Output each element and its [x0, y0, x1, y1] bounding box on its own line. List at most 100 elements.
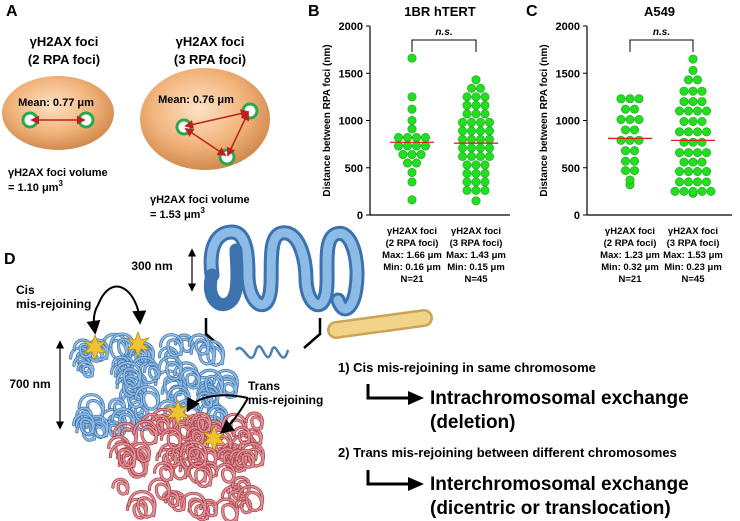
chart1-g1-label-1: (3 RPA foci): [450, 238, 503, 249]
chart1-g1-point-41: [480, 92, 490, 102]
chart2-g1-point-4: [697, 186, 707, 196]
chart2-g0-point-5: [629, 156, 639, 166]
chart2-g1-point-11: [683, 167, 693, 177]
chart1-g0-point-3: [402, 158, 412, 168]
chart2-g1-point-27: [701, 127, 711, 137]
chart2-g1-point-18: [683, 148, 693, 158]
chart2-g1-point-6: [674, 177, 684, 187]
cis-label-line1: Cis: [16, 283, 35, 297]
panel-a: A γH2AX foci (2 RPA foci) Mean: 0.77 μm …: [2, 3, 270, 221]
chart1-g0-point-13: [402, 133, 412, 143]
chart1-sig-label: n.s.: [435, 27, 452, 38]
panel-d-letter: D: [4, 251, 16, 268]
chart1-g1-point-11: [471, 160, 481, 170]
chart1-g0-point-19: [407, 92, 417, 102]
step2-elbow-arrow: [366, 470, 410, 486]
chart1-g1-point-35: [480, 109, 490, 119]
trans-label-line2: mis-rejoining: [248, 393, 323, 407]
chart2-g0-point-12: [629, 125, 639, 135]
chart1-g1-point-0: [471, 196, 481, 206]
chart1-g0-point-20: [407, 53, 417, 63]
chart2-g0-point-15: [634, 115, 644, 125]
chart1-g1-point-42: [466, 83, 476, 93]
chart1-ytick-label-3: 1500: [339, 68, 363, 80]
chart1-g0-label-3: Min: 0.16 μm: [383, 262, 441, 273]
chart1-g1-label-4: N=45: [465, 274, 489, 285]
chart1-g1-point-14: [466, 151, 476, 161]
chart2-g0-point-14: [625, 115, 635, 125]
chart1-g0-point-10: [411, 141, 421, 151]
chart2-ytick-label-2: 1000: [556, 116, 580, 128]
chromosome-territory-red: [107, 407, 266, 521]
chart1-g0-point-16: [407, 124, 417, 134]
chart1-g1-point-39: [462, 92, 472, 102]
chart2-g0-label-4: N=21: [619, 274, 643, 285]
cis-arrow-left: [86, 304, 101, 335]
chart2-g0-point-3: [629, 166, 639, 176]
chart1-g1-label-0: γH2AX foci: [451, 226, 501, 237]
chart2-g0-point-7: [629, 146, 639, 156]
chart1-g1-point-32: [484, 117, 494, 127]
chart2-ytick-label-3: 1500: [556, 68, 580, 80]
chart1-g1-point-17: [457, 143, 467, 153]
trans-arrow-up: [186, 394, 249, 413]
cell2-focus-left: [175, 118, 193, 136]
chart1-g1-point-1: [462, 185, 472, 195]
chart2-g0-label-0: γH2AX foci: [605, 226, 655, 237]
chart1-g1-point-38: [480, 100, 490, 110]
cis-arrow-right: [97, 285, 147, 325]
result1-line2: (deletion): [430, 412, 516, 433]
chart2-g1-point-16: [697, 157, 707, 167]
chart2-g1-point-33: [692, 106, 702, 116]
chart1-g1-point-37: [471, 100, 481, 110]
chart1-g0-point-14: [411, 133, 421, 143]
chart2-g0-label-2: Max: 1.23 μm: [600, 250, 660, 261]
chart2-g1-label-3: Min: 0.23 μm: [664, 262, 722, 273]
chart1-g0-label-2: Max: 1.66 μm: [382, 250, 442, 261]
dsb-star-2: [125, 330, 151, 359]
chart2-g1-point-34: [701, 106, 711, 116]
cell2-title-line2: (3 RPA foci): [174, 52, 246, 67]
chart2-g1-point-13: [701, 167, 711, 177]
chart2-g0-point-17: [629, 104, 639, 114]
chart1-g1-point-6: [480, 177, 490, 187]
chart2-g1-point-2: [679, 186, 689, 196]
chart1-g1-point-10: [462, 160, 472, 170]
chart1-g1-point-24: [484, 134, 494, 144]
chart2-g1-point-25: [683, 127, 693, 137]
chart2-g1-point-21: [679, 137, 689, 147]
chart2-g1-point-43: [688, 65, 698, 75]
chart2-g1-point-24: [674, 127, 684, 137]
chart2-g1-point-7: [683, 177, 693, 187]
chart1-g1-point-20: [484, 143, 494, 153]
chart2-g0-point-9: [625, 135, 635, 145]
panel-d: D 300 nm Cis mis-rejoining: [4, 224, 689, 521]
chart2-g0-point-16: [620, 104, 630, 114]
chart2-ytick-label-4: 2000: [556, 21, 580, 33]
chart1-g1-point-19: [475, 143, 485, 153]
chart1-g0-point-0: [407, 195, 417, 205]
chart2-g1-point-1: [670, 186, 680, 196]
chart2-g0-label-1: (2 RPA foci): [604, 238, 657, 249]
chart2-sig-bracket: [629, 39, 694, 52]
chart2-g1-point-32: [683, 106, 693, 116]
chart2-ytick-label-0: 0: [574, 210, 580, 222]
chart1-g1-point-16: [484, 151, 494, 161]
chart1-g1-point-33: [462, 109, 472, 119]
linker-squiggle: [235, 345, 290, 359]
chart1-g1-point-27: [475, 126, 485, 136]
chart2-g0-point-18: [616, 94, 626, 104]
chart2-g1-point-12: [692, 167, 702, 177]
cell1-title-line2: (2 RPA foci): [28, 52, 100, 67]
trans-label-line1: Trans: [248, 379, 280, 393]
chart2-g1-point-44: [688, 54, 698, 64]
svg-text:= 1.53 μm3: = 1.53 μm3: [150, 206, 205, 221]
chart2-g1-point-28: [679, 116, 689, 126]
size-700-label: 700 nm: [9, 377, 50, 391]
chart2-g0-point-8: [616, 135, 626, 145]
cell2-arrow-3: [227, 111, 249, 157]
step2-arrowhead: [408, 477, 424, 491]
chart2-g0-point-19: [625, 94, 635, 104]
fiber-loop-highlight: [206, 227, 362, 314]
